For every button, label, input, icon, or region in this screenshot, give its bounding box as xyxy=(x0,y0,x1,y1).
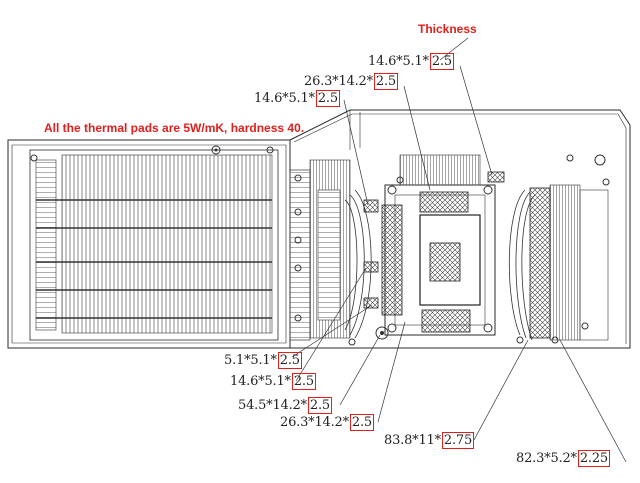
pad-vram-top xyxy=(419,191,469,213)
pad-label-top-2: 26.3*14.2*2.5 xyxy=(304,73,398,90)
pad-vram-bottom xyxy=(421,309,471,333)
pad-dims: 5.1*5.1* xyxy=(224,353,277,368)
pad-small-2 xyxy=(363,261,379,273)
pad-dims: 82.3*5.2* xyxy=(516,451,577,466)
thickness-title: Thickness xyxy=(418,22,477,36)
pad-right-long xyxy=(529,187,551,339)
pad-left-vrm xyxy=(381,204,403,316)
pad-dims: 14.6*5.1* xyxy=(254,91,315,106)
pad-thickness: 2.5 xyxy=(373,73,398,90)
pad-thickness: 2.5 xyxy=(349,414,374,431)
middle-fin-strip xyxy=(289,159,351,341)
pad-thickness: 2.5 xyxy=(429,53,454,70)
pad-dims: 54.5*14.2* xyxy=(238,398,307,413)
pad-dims: 26.3*14.2* xyxy=(280,415,349,430)
pad-top-right-small xyxy=(487,171,505,183)
pad-dims: 14.6*5.1* xyxy=(368,54,429,69)
pad-label-bottom-5: 83.8*11*2.75 xyxy=(384,432,475,449)
pad-dims: 83.8*11* xyxy=(384,433,441,448)
pad-thickness: 2.5 xyxy=(315,90,340,107)
pad-dims: 26.3*14.2* xyxy=(304,74,373,89)
pad-label-bottom-3: 54.5*14.2*2.5 xyxy=(238,397,332,414)
card-outline xyxy=(7,109,631,349)
pad-thickness: 2.5 xyxy=(277,352,302,369)
pad-label-bottom-1: 5.1*5.1*2.5 xyxy=(224,352,302,369)
pad-small-1 xyxy=(363,199,379,213)
heatpipes xyxy=(344,189,536,341)
pad-label-bottom-4: 26.3*14.2*2.5 xyxy=(280,414,374,431)
thermal-pad-note: All the thermal pads are 5W/mK, hardness… xyxy=(44,121,305,135)
left-fin-stack xyxy=(29,145,279,341)
pad-small-3 xyxy=(363,297,379,309)
right-fin-block xyxy=(348,154,610,346)
pad-thickness: 2.5 xyxy=(291,373,316,390)
pad-label-top-3: 14.6*5.1*2.5 xyxy=(254,90,340,107)
pad-thickness: 2.75 xyxy=(441,432,475,449)
pad-thickness: 2.5 xyxy=(307,397,332,414)
thermal-pads xyxy=(363,171,551,339)
pad-gpu-core xyxy=(429,242,461,282)
leader-lines xyxy=(291,37,627,463)
pad-label-bottom-6: 82.3*5.2*2.25 xyxy=(516,450,610,467)
pad-label-top-1: 14.6*5.1*2.5 xyxy=(368,53,454,70)
pad-dims: 14.6*5.1* xyxy=(230,374,291,389)
pad-label-bottom-2: 14.6*5.1*2.5 xyxy=(230,373,316,390)
pad-thickness: 2.25 xyxy=(577,450,610,467)
